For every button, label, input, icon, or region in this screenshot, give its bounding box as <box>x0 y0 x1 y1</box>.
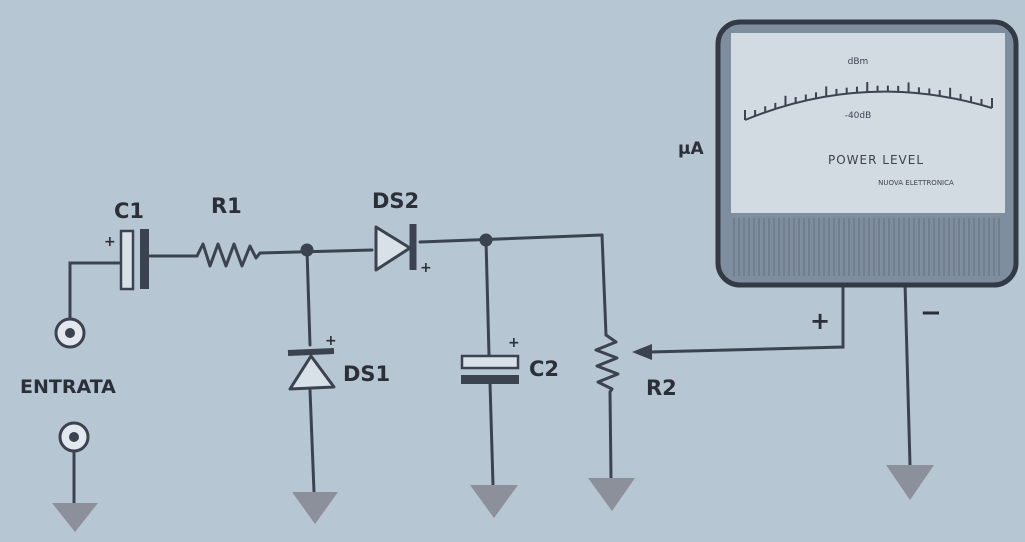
junction-node-a <box>300 243 314 257</box>
meter-grille <box>733 218 1000 276</box>
label-meter-unit: µA <box>678 139 705 159</box>
wire-input-to-c1 <box>68 261 122 320</box>
ground-symbol-ds1 <box>292 492 338 524</box>
meter-scale-label-top: dBm <box>848 57 869 67</box>
wire-to-r2 <box>600 233 608 337</box>
label-r2: R2 <box>646 376 677 400</box>
wire-r1-to-node <box>258 248 374 255</box>
label-ds1: DS1 <box>343 362 390 386</box>
wire-meter-minus <box>903 281 912 467</box>
polarity-c2: + <box>508 335 520 351</box>
resistor-r1 <box>195 242 262 268</box>
ground-symbol-c2 <box>470 485 518 518</box>
wire-ds2-to-node <box>418 233 604 244</box>
ground-symbol-meter <box>886 465 934 500</box>
label-c1: C1 <box>114 199 144 223</box>
diode-ds1 <box>287 348 336 391</box>
meter-brand: NUOVA ELETTRONICA <box>878 179 954 187</box>
label-c2: C2 <box>529 357 559 381</box>
meter-scale-ticks <box>744 82 993 120</box>
wiper-arrow <box>632 344 652 360</box>
ground-symbols <box>52 465 934 532</box>
capacitor-c2 <box>460 354 520 384</box>
label-ds2: DS2 <box>372 189 419 213</box>
meter-caption: POWER LEVEL <box>828 153 924 167</box>
wire-wiper-to-meter <box>648 281 845 354</box>
wire-c2-bottom <box>488 381 495 487</box>
meter-scale-label-bottom: -40dB <box>845 111 872 121</box>
microammeter: dBm -40dB POWER LEVEL NUOVA ELETTRONICA <box>715 19 1019 288</box>
potentiometer-r2 <box>594 333 620 393</box>
polarity-ds1: + <box>325 333 337 349</box>
wire-r2-bottom <box>608 390 613 480</box>
polarity-meter-plus: + <box>810 307 830 335</box>
polarity-ds2: + <box>420 260 432 276</box>
capacitor-c1 <box>119 229 149 291</box>
label-r1: R1 <box>211 194 242 218</box>
junction-node-b <box>479 233 493 247</box>
wires <box>68 233 912 505</box>
ground-symbol-input <box>52 503 98 532</box>
wire-c2-top <box>484 238 491 357</box>
input-jack-top <box>54 317 86 349</box>
diode-ds2 <box>374 224 417 272</box>
polarity-c1: + <box>104 234 116 250</box>
meter-face <box>731 33 1005 213</box>
wire-ds1-bottom <box>308 388 316 494</box>
wire-ds1-top <box>305 248 312 347</box>
ground-symbol-r2 <box>588 478 635 511</box>
input-jack-bottom <box>58 421 90 453</box>
polarity-meter-minus: − <box>920 298 942 328</box>
label-entrata: ENTRATA <box>20 376 116 398</box>
